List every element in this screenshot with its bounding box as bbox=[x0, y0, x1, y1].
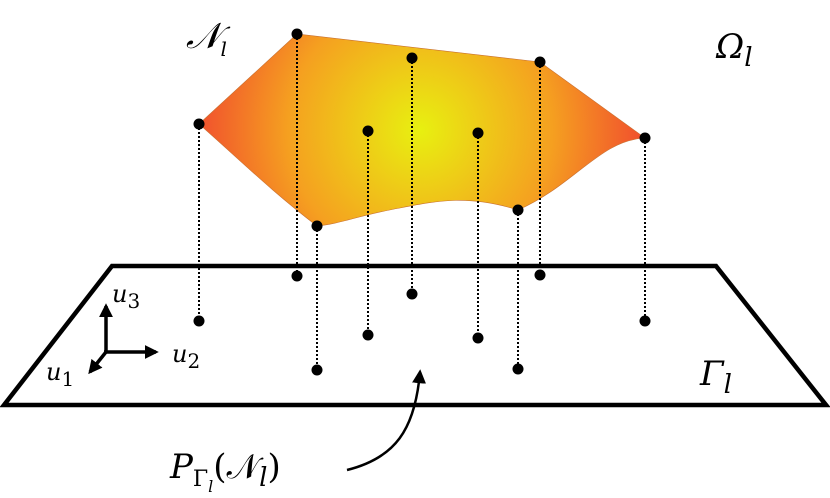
projected-point bbox=[534, 269, 546, 281]
axis-label-u2: u2 bbox=[172, 340, 200, 373]
manifold-surface bbox=[198, 33, 646, 227]
projected-point bbox=[639, 315, 651, 327]
label-projection: PΓl(𝒩l) bbox=[169, 447, 281, 496]
manifold-point bbox=[512, 204, 524, 216]
projected-point bbox=[311, 364, 323, 376]
projected-point bbox=[193, 315, 205, 327]
manifold-point bbox=[291, 28, 303, 40]
manifold-point bbox=[193, 118, 205, 130]
label-omega: Ωl bbox=[715, 27, 753, 73]
projected-point bbox=[512, 363, 524, 375]
manifold-point bbox=[362, 125, 374, 137]
label-gamma: Γl bbox=[699, 354, 732, 400]
manifold-point bbox=[311, 220, 323, 232]
axes-icon bbox=[88, 303, 159, 375]
manifold-point bbox=[534, 56, 546, 68]
projected-point bbox=[472, 332, 484, 344]
axis-label-u3: u3 bbox=[112, 280, 140, 313]
manifold-point bbox=[406, 52, 418, 64]
label-manifold: 𝒩l bbox=[186, 16, 231, 61]
projection-arrow bbox=[346, 369, 427, 472]
projection-lines bbox=[193, 28, 651, 376]
projected-point bbox=[406, 288, 418, 300]
plane-gamma bbox=[0, 263, 830, 408]
manifold-point bbox=[639, 132, 651, 144]
manifold-point bbox=[472, 127, 484, 139]
axis-label-u1: u1 bbox=[46, 358, 74, 391]
projected-point bbox=[291, 270, 303, 282]
projected-point bbox=[362, 329, 374, 341]
